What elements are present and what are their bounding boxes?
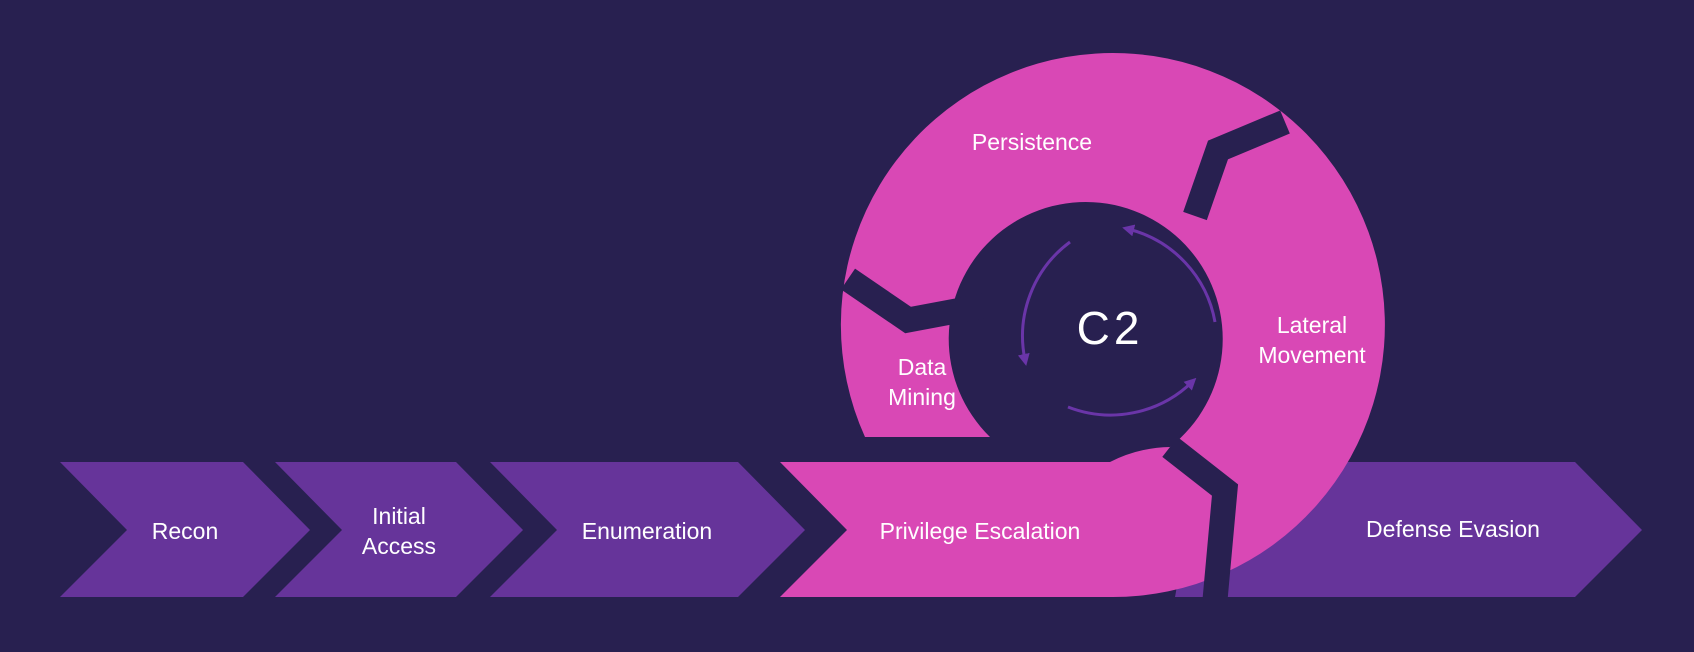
arrow-upper: [1122, 224, 1217, 323]
gap-lateral-privilege: [1162, 437, 1239, 602]
gap-data-persistence: [840, 268, 991, 334]
stage-recon-label: Recon: [152, 518, 218, 544]
cycle-persistence-label: Persistence: [972, 129, 1092, 155]
stage-recon: [60, 462, 310, 597]
cycle-data-mining-label-line1: Data: [898, 354, 947, 380]
stage-enumeration: [490, 462, 805, 597]
arrow-lower: [1067, 377, 1197, 417]
cycle-arrows: [1017, 224, 1217, 417]
cycle-ring: [780, 53, 1385, 598]
arrow-left: [1017, 240, 1071, 366]
stage-initial-access-label-line2: Access: [362, 533, 436, 559]
gap-persistence-lateral: [1183, 110, 1290, 221]
segment-gaps: [840, 110, 1290, 602]
cycle-lateral-movement-label-line2: Movement: [1258, 342, 1366, 368]
cycle-lateral-movement-label-line1: Lateral: [1277, 312, 1347, 338]
stage-defense-evasion-label: Defense Evasion: [1366, 516, 1540, 542]
stage-initial-access: [275, 462, 523, 597]
stage-enumeration-label: Enumeration: [582, 518, 712, 544]
cycle-center-c2-label: C2: [1077, 302, 1144, 354]
stage-initial-access-label-line1: Initial: [372, 503, 426, 529]
cycle-data-mining-label-line2: Mining: [888, 384, 956, 410]
stage-privilege-escalation-label: Privilege Escalation: [880, 518, 1081, 544]
